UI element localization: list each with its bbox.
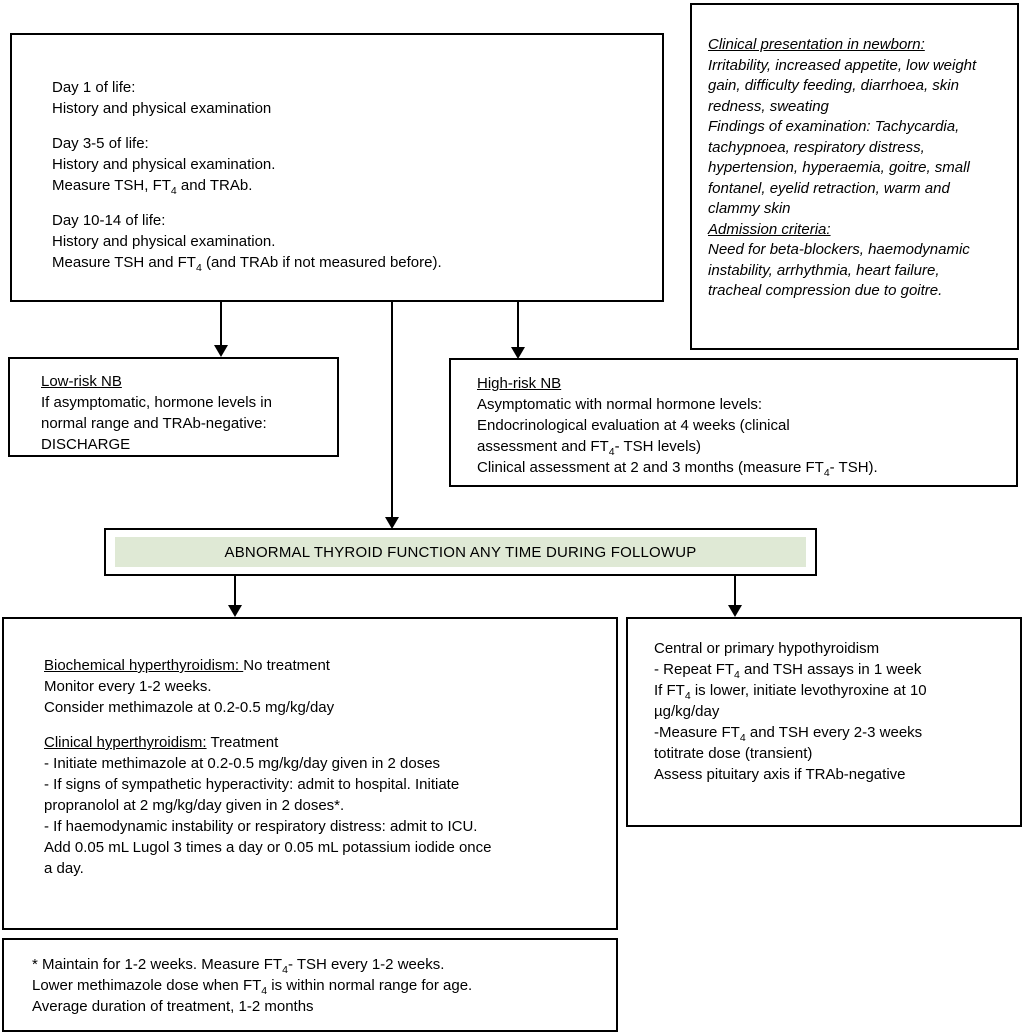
arrowhead-down-icon <box>385 517 399 529</box>
paragraph: Low-risk NB If asymptomatic, hormone leve… <box>41 371 329 455</box>
text-line: - If haemodynamic instability or respira… <box>44 818 478 835</box>
arrow-to-low-risk <box>214 301 228 357</box>
text-line: clammy skin <box>708 200 791 217</box>
hyperthyroidism-treatment-box: Biochemical hyperthyroidism: No treatmen… <box>2 617 618 930</box>
arrowhead-down-icon <box>214 345 228 357</box>
paragraph: Clinical hyperthyroidism: Treatment - Ini… <box>44 732 602 879</box>
text-line: Measure TSH and FT4 (and TRAb if not mea… <box>52 254 442 274</box>
paragraph: * Maintain for 1-2 weeks. Measure FT4- T… <box>32 954 606 1017</box>
text-line: If FT4 is lower, initiate levothyroxine … <box>654 682 927 702</box>
text-line: µg/kg/day <box>654 703 720 720</box>
paragraph: Clinical presentation in newborn: Irritab… <box>708 35 1009 302</box>
paragraph: Day 3-5 of life: History and physical exa… <box>52 133 646 196</box>
text-line: normal range and TRAb-negative: <box>41 415 267 432</box>
arrow-shaft <box>220 301 222 345</box>
text-line: Low-risk NB <box>41 373 122 390</box>
text-line: Day 1 of life: <box>52 79 136 96</box>
footnote-box: * Maintain for 1-2 weeks. Measure FT4- T… <box>2 938 618 1032</box>
text-line: High-risk NB <box>477 375 562 392</box>
text-line: hypertension, hyperaemia, goitre, small <box>708 159 970 176</box>
text-line: DISCHARGE <box>41 436 131 453</box>
text-line: Asymptomatic with normal hormone levels: <box>477 396 763 413</box>
text-line: Average duration of treatment, 1-2 month… <box>32 998 314 1015</box>
text-line: Day 10-14 of life: <box>52 212 166 229</box>
abnormal-banner-box: ABNORMAL THYROID FUNCTION ANY TIME DURIN… <box>104 528 817 576</box>
text-line: Consider methimazole at 0.2-0.5 mg/kg/da… <box>44 699 335 716</box>
text-line: Add 0.05 mL Lugol 3 times a day or 0.05 … <box>44 839 492 856</box>
paragraph: Day 10-14 of life: History and physical e… <box>52 210 646 273</box>
arrow-to-hyperthyroidism <box>228 576 242 617</box>
text-line: Central or primary hypothyroidism <box>654 640 880 657</box>
arrowhead-down-icon <box>728 605 742 617</box>
text-line: Day 3-5 of life: <box>52 135 149 152</box>
text-line: -Measure FT4 and TSH every 2-3 weeks <box>654 724 923 744</box>
text-line: History and physical examination <box>52 100 272 117</box>
arrow-shaft <box>234 576 236 605</box>
arrowhead-down-icon <box>511 347 525 359</box>
text-line: gain, difficulty feeding, diarrhoea, ski… <box>708 77 959 94</box>
text-line: tachypnoea, respiratory distress, <box>708 138 925 156</box>
text-line: Need for beta-blockers, haemodynamic <box>708 241 970 258</box>
text-line: a day. <box>44 860 84 877</box>
text-line: totitrate dose (transient) <box>654 745 813 762</box>
arrow-shaft <box>734 576 736 605</box>
text-line: History and physical examination. <box>52 156 276 173</box>
text-line: Irritability, increased appetite, low we… <box>708 56 977 74</box>
high-risk-box: High-risk NB Asymptomatic with normal hor… <box>449 358 1018 487</box>
text-line: tracheal compression due to goitre. <box>708 282 943 299</box>
paragraph: Central or primary hypothyroidism - Repea… <box>654 638 1010 785</box>
screening-protocol-box: Day 1 of life: History and physical exami… <box>10 33 664 302</box>
text-line: - Initiate methimazole at 0.2-0.5 mg/kg/… <box>44 755 441 772</box>
text-line: - If signs of sympathetic hyperactivity:… <box>44 776 460 793</box>
clinical-presentation-box: Clinical presentation in newborn: Irritab… <box>690 3 1019 350</box>
text-line: History and physical examination. <box>52 233 276 250</box>
text-line: Findings of examination: Tachycardia, <box>708 118 960 135</box>
text-line: Assess pituitary axis if TRAb-negative <box>654 766 906 783</box>
text-line: If asymptomatic, hormone levels in <box>41 394 272 411</box>
abnormal-banner-fill: ABNORMAL THYROID FUNCTION ANY TIME DURIN… <box>115 537 806 567</box>
arrowhead-down-icon <box>228 605 242 617</box>
text-line: Admission criteria: <box>708 220 831 238</box>
text-line: Endocrinological evaluation at 4 weeks (… <box>477 417 790 434</box>
text-line: Clinical assessment at 2 and 3 months (m… <box>477 459 878 479</box>
text-line: Clinical hyperthyroidism: Treatment <box>44 734 279 751</box>
arrow-to-hypothyroidism <box>728 576 742 617</box>
text-line: propranolol at 2 mg/kg/day given in 2 do… <box>44 797 345 814</box>
arrow-to-high-risk <box>511 301 525 359</box>
text-line: Lower methimazole dose when FT4 is withi… <box>32 977 473 997</box>
paragraph: Biochemical hyperthyroidism: No treatmen… <box>44 655 602 718</box>
text-line: Clinical presentation in newborn: <box>708 36 925 53</box>
low-risk-box: Low-risk NB If asymptomatic, hormone leve… <box>8 357 339 457</box>
text-line: fontanel, eyelid retraction, warm and <box>708 179 950 197</box>
text-line: redness, sweating <box>708 97 829 115</box>
text-line: - Repeat FT4 and TSH assays in 1 week <box>654 661 922 681</box>
abnormal-banner-label: ABNORMAL THYROID FUNCTION ANY TIME DURIN… <box>224 543 697 561</box>
text-line: * Maintain for 1-2 weeks. Measure FT4- T… <box>32 956 445 976</box>
arrow-shaft <box>517 301 519 347</box>
text-line: Measure TSH, FT4 and TRAb. <box>52 177 253 197</box>
paragraph: High-risk NB Asymptomatic with normal hor… <box>477 373 1006 478</box>
arrow-to-banner <box>385 301 399 529</box>
text-line: Biochemical hyperthyroidism: No treatmen… <box>44 657 330 674</box>
hypothyroidism-box: Central or primary hypothyroidism - Repea… <box>626 617 1022 827</box>
text-line: instability, arrhythmia, heart failure, <box>708 261 940 279</box>
text-line: assessment and FT4- TSH levels) <box>477 438 701 458</box>
text-line: Monitor every 1-2 weeks. <box>44 678 212 695</box>
arrow-shaft <box>391 301 393 517</box>
paragraph: Day 1 of life: History and physical exami… <box>52 77 646 119</box>
